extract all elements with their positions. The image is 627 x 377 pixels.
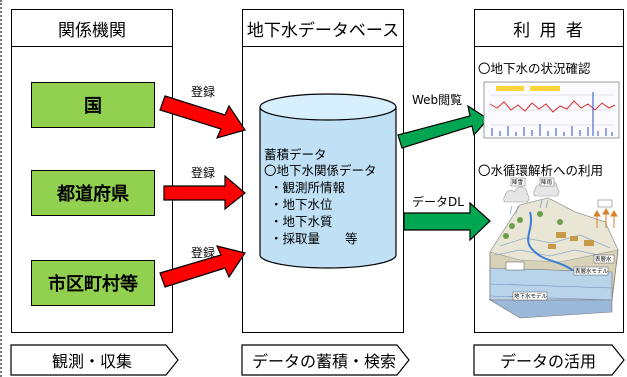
register-label-2: 登録 bbox=[191, 166, 216, 180]
surface-water-label: 表層水 bbox=[595, 257, 612, 263]
data-dl-label: データDL bbox=[412, 195, 464, 209]
agencies-panel-title: 関係機関 bbox=[12, 10, 172, 47]
rain-label: 降雨 bbox=[541, 180, 553, 186]
register-label-1: 登録 bbox=[191, 85, 216, 99]
db-line-5: ・地下水質 bbox=[270, 214, 333, 229]
database-panel-title: 地下水データベース bbox=[243, 10, 403, 47]
user-item-water-cycle: 〇水循環解析への利用 bbox=[478, 163, 604, 178]
database-cylinder bbox=[259, 93, 397, 269]
step-label-utilize: データの活用 bbox=[500, 352, 597, 371]
agency-label: 国 bbox=[84, 96, 102, 117]
db-line-4: ・地下水位 bbox=[270, 197, 333, 212]
agency-label: 都道府県 bbox=[57, 184, 129, 205]
groundwater-model-label: 地下水モデル bbox=[514, 294, 548, 300]
db-line-6: ・採取量 等 bbox=[270, 231, 358, 246]
web-view-arrow bbox=[397, 104, 489, 149]
data-download-arrow bbox=[403, 201, 491, 242]
db-line-2: 〇地下水関係データ bbox=[264, 163, 377, 178]
web-view-label: Web閲覧 bbox=[412, 93, 463, 107]
agency-label: 市区町村等 bbox=[48, 274, 138, 295]
db-line-1: 蓄積データ bbox=[264, 147, 327, 162]
agency-box-prefecture: 都道府県 bbox=[31, 170, 155, 216]
users-panel-title: 利 用 者 bbox=[475, 10, 623, 47]
user-item-status-check: 〇地下水の状況確認 bbox=[478, 61, 591, 76]
snow-label: 降雪 bbox=[512, 180, 524, 186]
register-arrow-3 bbox=[159, 245, 246, 288]
step-label-store-search: データの蓄積・検索 bbox=[252, 352, 397, 371]
water-cycle-model-illustration bbox=[488, 177, 619, 319]
agency-box-municipality: 市区町村等 bbox=[31, 260, 155, 306]
step-chevron-left bbox=[10, 344, 179, 376]
surface-water-model-label: 表層水モデル bbox=[575, 269, 609, 275]
step-chevron-right bbox=[473, 344, 625, 376]
register-label-3: 登録 bbox=[191, 246, 216, 260]
db-line-3: ・観測所情報 bbox=[270, 180, 346, 195]
register-arrow-2 bbox=[163, 174, 246, 211]
step-chevron-middle bbox=[241, 344, 410, 376]
agency-box-national: 国 bbox=[31, 82, 155, 128]
step-label-observe: 観測・収集 bbox=[52, 352, 133, 371]
groundwater-chart-thumbnail bbox=[483, 81, 620, 139]
left-dotted-border bbox=[0, 0, 2, 377]
register-arrow-1 bbox=[159, 95, 246, 139]
